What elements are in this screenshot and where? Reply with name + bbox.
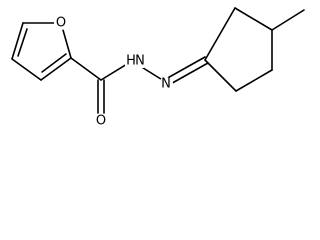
bond-r5-r6 bbox=[204, 59, 237, 92]
amide-hydrogen-label: H bbox=[126, 54, 136, 69]
imine-nitrogen-label: N bbox=[161, 77, 171, 92]
bond-n-c1 bbox=[163, 56, 206, 81]
bond-r1-r2 bbox=[204, 7, 236, 61]
carbonyl-oxygen-label: O bbox=[96, 114, 106, 129]
bond-r2-r3 bbox=[234, 7, 273, 31]
bond-c2-c3 bbox=[40, 57, 72, 81]
chemical-structure-diagram: O O H N N bbox=[11, 7, 305, 129]
bond-c2-carbonyl bbox=[70, 57, 102, 81]
atom-labels: O O H N N bbox=[54, 16, 173, 129]
bond-r3-methyl bbox=[271, 9, 305, 31]
bond-c3-c4 bbox=[11, 58, 42, 81]
amide-group bbox=[70, 57, 133, 114]
furan-oxygen-label: O bbox=[56, 16, 66, 31]
bond-c4-c5 bbox=[11, 22, 24, 60]
bond-c4-c5-double bbox=[17, 28, 28, 57]
amide-nitrogen-label: N bbox=[135, 54, 145, 69]
cyclohexane-ring bbox=[204, 7, 305, 92]
bond-n-c1-double bbox=[166, 62, 209, 87]
bond-r4-r5 bbox=[235, 69, 273, 92]
furan-ring bbox=[11, 22, 72, 81]
bond-c2-c3-double bbox=[41, 53, 67, 73]
